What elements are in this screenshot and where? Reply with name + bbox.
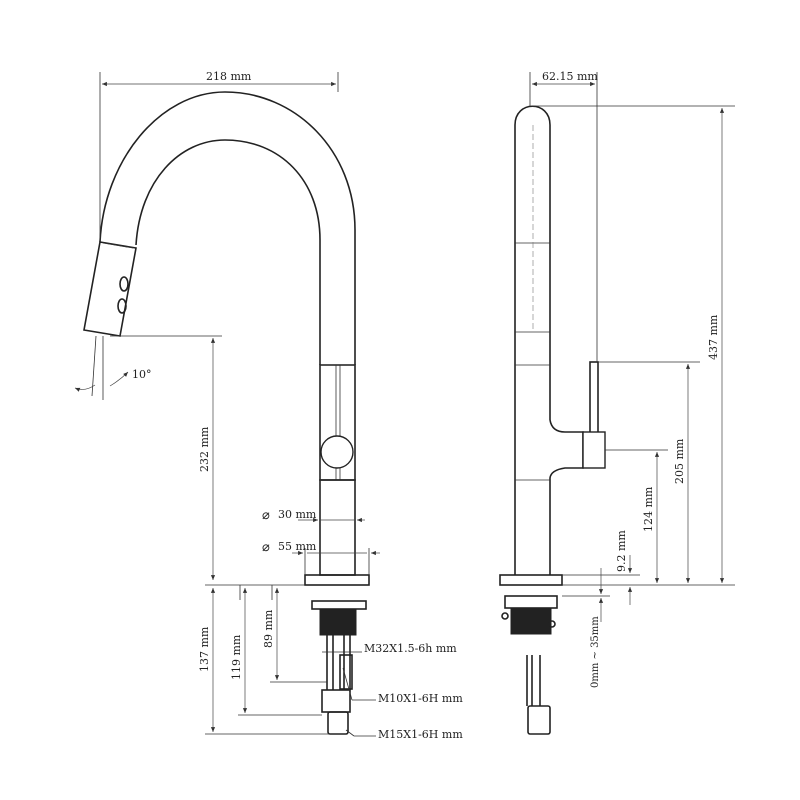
side-view: 62.15 mm 437 mm 205 mm 124 mm 9.2 mm 0mm… xyxy=(499,70,735,735)
height-9-2-label: 9.2 mm xyxy=(615,530,628,572)
range-0-35-label: 0mm ~ 35mm xyxy=(590,616,601,688)
front-view: 10° 218 mm 232 mm ⌀ 30 mm ⌀ 55 mm 137 mm xyxy=(74,70,463,741)
spray-button-1 xyxy=(119,276,129,292)
thread-m15-label: M15X1-6H mm xyxy=(378,728,463,741)
dia-55-label: 55 mm xyxy=(278,540,317,553)
height-124-label: 124 mm xyxy=(642,486,655,532)
side-tube xyxy=(514,105,551,575)
side-lever xyxy=(589,361,599,437)
height-232-label: 232 mm xyxy=(198,426,211,472)
angle-label: 10° xyxy=(132,368,152,381)
below-119-label: 119 mm xyxy=(230,634,243,680)
dia-30-label: 30 mm xyxy=(278,508,317,521)
below-89-label: 89 mm xyxy=(262,609,275,648)
offset-62-label: 62.15 mm xyxy=(542,70,598,83)
thread-m10-label: M10X1-6H mm xyxy=(378,692,463,705)
dia-symbol-30: ⌀ xyxy=(262,508,270,523)
thread-m32-label: M32X1.5-6h mm xyxy=(364,642,457,655)
spout-outer xyxy=(99,91,356,365)
spout-inner xyxy=(135,139,321,365)
spray-head xyxy=(83,241,137,337)
below-137-label: 137 mm xyxy=(198,626,211,672)
height-437-label: 437 mm xyxy=(707,314,720,360)
handle xyxy=(320,435,354,469)
dia-symbol-55: ⌀ xyxy=(262,540,270,555)
spray-button-2 xyxy=(117,298,127,314)
base-plate xyxy=(304,574,370,586)
height-205-label: 205 mm xyxy=(673,438,686,484)
width-218-label: 218 mm xyxy=(206,70,252,83)
